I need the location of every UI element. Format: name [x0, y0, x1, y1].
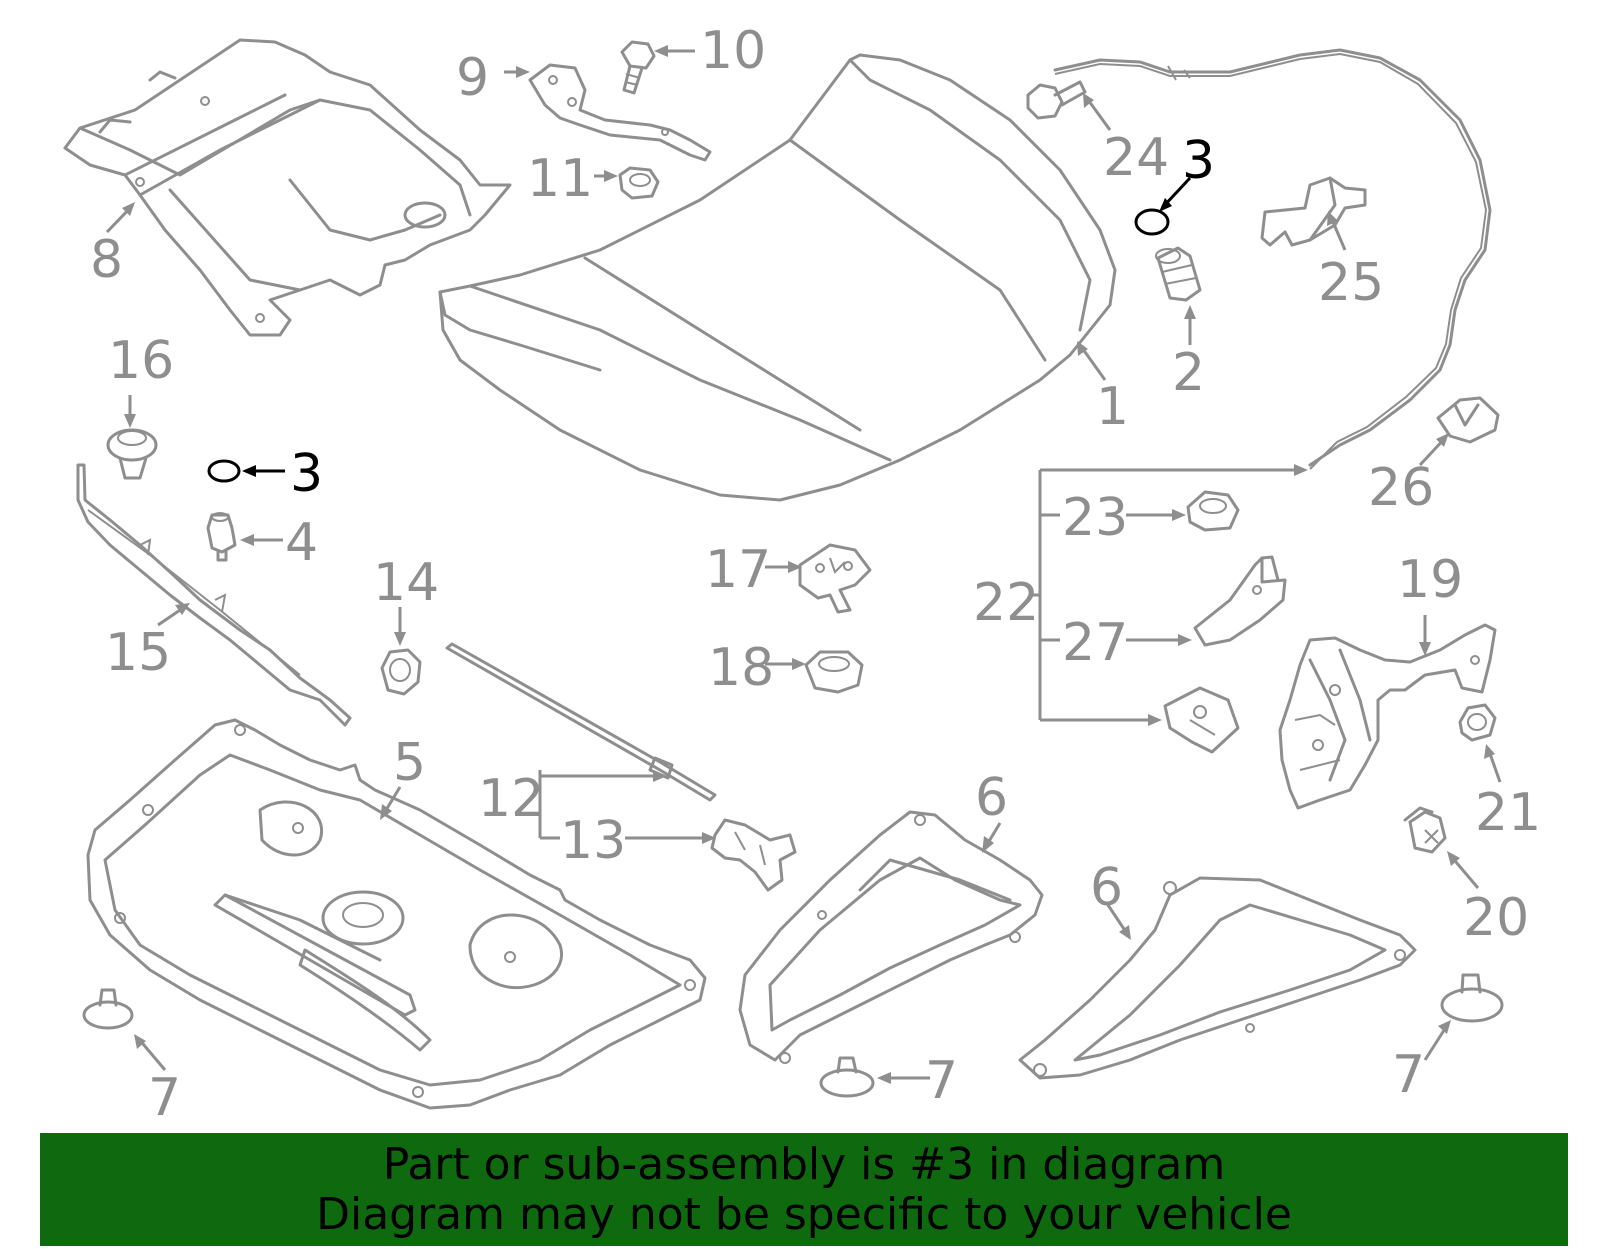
- part-24-bolt: [1026, 80, 1087, 120]
- part-18-nut: [804, 650, 864, 694]
- part-1-hood: [438, 53, 1117, 502]
- part-20-clip: [1403, 806, 1447, 854]
- callout-7-left: 7: [148, 1068, 181, 1128]
- part-26-grommet: [1436, 396, 1500, 444]
- callout-13: 13: [560, 811, 626, 871]
- part-27-striker: [1193, 555, 1287, 647]
- part-22-latch-plate: [1163, 686, 1240, 754]
- part-7-clip-left: [82, 988, 134, 1030]
- callout-6-right: 6: [1090, 858, 1123, 918]
- callout-27: 27: [1062, 613, 1128, 673]
- part-6-insulator-left: [738, 810, 1044, 1064]
- part-25-bracket: [1260, 176, 1367, 247]
- callout-10: 10: [700, 21, 766, 81]
- part-7-clip-center: [819, 1056, 875, 1098]
- callout-18: 18: [708, 638, 774, 698]
- part-4-switch: [206, 512, 237, 562]
- callout-3-lower: 3: [290, 444, 323, 504]
- part-2-bump-stop: [1155, 246, 1202, 302]
- part-16-push-clip: [106, 428, 158, 480]
- callout-7-right: 7: [1392, 1045, 1425, 1105]
- part-6-insulator-right: [1018, 876, 1417, 1080]
- part-3-o-ring-upper: [1134, 208, 1170, 236]
- banner-line-2: Diagram may not be specific to your vehi…: [316, 1188, 1292, 1240]
- part-3-o-ring-lower: [207, 459, 241, 483]
- callout-4: 4: [285, 513, 318, 573]
- callout-17: 17: [705, 540, 771, 600]
- callout-5: 5: [393, 733, 426, 793]
- callout-7-center: 7: [925, 1051, 958, 1111]
- part-21-nut: [1458, 703, 1497, 742]
- part-5-hood-insulator: [86, 718, 707, 1110]
- part-17-latch-guide: [798, 543, 872, 614]
- part-8-under-cover: [63, 38, 512, 337]
- part-9-hood-hinge: [528, 63, 712, 162]
- callout-3-upper: 3: [1182, 131, 1215, 191]
- part-13-rod-holder: [710, 818, 797, 892]
- callout-19: 19: [1397, 550, 1463, 610]
- callout-26: 26: [1368, 458, 1434, 518]
- part-12-prop-rod: [445, 642, 717, 802]
- callout-25: 25: [1318, 253, 1384, 313]
- callout-1: 1: [1096, 377, 1129, 437]
- part-23-nut: [1186, 490, 1240, 532]
- callout-20: 20: [1463, 888, 1529, 948]
- callout-14: 14: [373, 553, 439, 613]
- callout-6-left: 6: [975, 768, 1008, 828]
- callout-16: 16: [108, 331, 174, 391]
- part-14-nut: [380, 648, 422, 696]
- callout-15: 15: [105, 623, 171, 683]
- callout-8: 8: [90, 230, 123, 290]
- hood-release-cable: [1053, 48, 1492, 467]
- part-11-nut: [618, 166, 660, 200]
- part-10-bolt: [620, 40, 656, 95]
- callout-23: 23: [1062, 488, 1128, 548]
- callout-22: 22: [973, 573, 1039, 633]
- callout-24: 24: [1103, 128, 1169, 188]
- info-banner: Part or sub-assembly is #3 in diagram Di…: [40, 1133, 1568, 1246]
- callout-2: 2: [1172, 343, 1205, 403]
- callout-9: 9: [456, 48, 489, 108]
- part-15-seal-strip: [76, 463, 352, 727]
- banner-line-1: Part or sub-assembly is #3 in diagram: [382, 1138, 1226, 1190]
- group-22-bracket: [1030, 464, 1308, 726]
- part-7-clip-right: [1440, 973, 1504, 1023]
- callout-21: 21: [1475, 783, 1541, 843]
- callout-11: 11: [527, 149, 593, 209]
- callout-12: 12: [478, 769, 544, 829]
- part-19-hood-latch: [1278, 623, 1497, 810]
